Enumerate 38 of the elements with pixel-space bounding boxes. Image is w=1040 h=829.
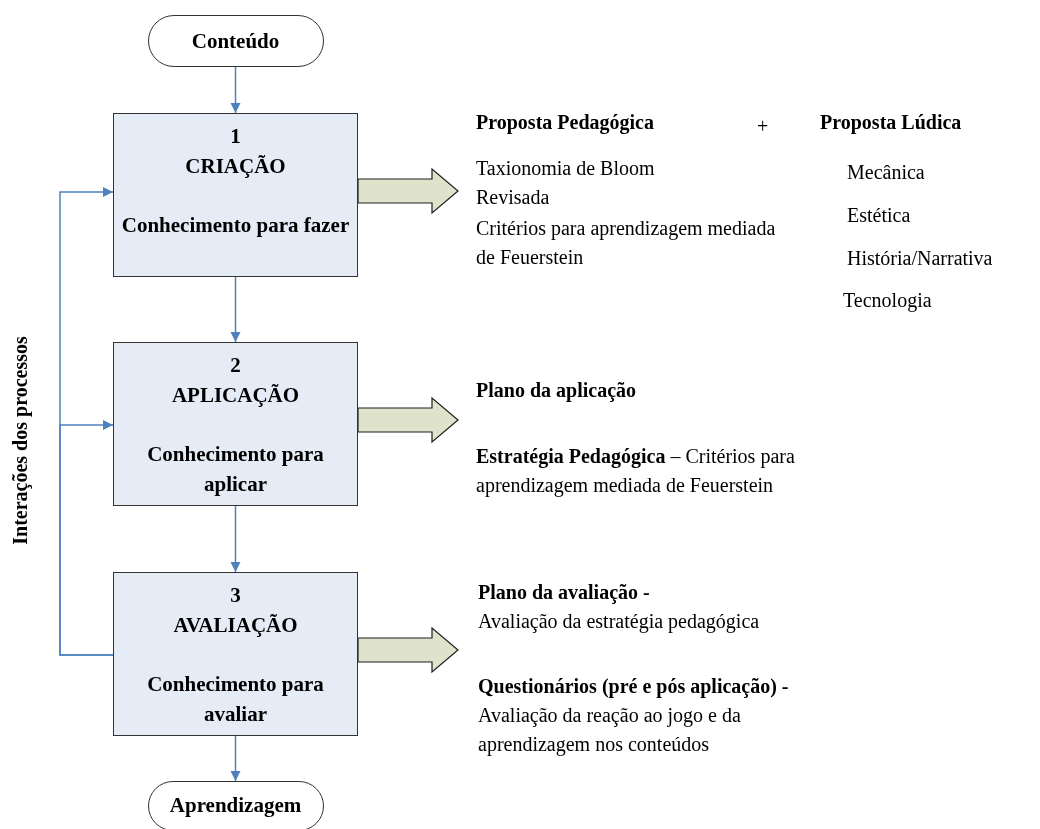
heading-text: Plano da aplicação [476,378,636,404]
arrow [230,66,241,114]
arrow [230,276,241,343]
body-text: Plano da avaliação - Avaliação da estratégia pedagógica [478,580,761,635]
body-text: Mecânica [847,160,925,185]
body-text: Taxionomia de Bloom Revisada [476,156,656,210]
end-terminal [147,781,324,829]
heading-text: Proposta Lúdica [820,110,962,136]
step-number: 1 [229,123,242,150]
step-description: Conhecimento para fazer [120,212,351,239]
arrow [230,735,241,782]
body-text: Estratégia Pedagógica – Critérios para aprendizagem mediada de Feuerstein [476,444,796,499]
side-label: Interações dos processos [8,335,32,545]
arrow [59,419,114,656]
step-description: Conhecimento para avaliar [146,671,325,728]
step-number: 3 [229,582,242,609]
heading-text: Proposta Pedagógica [476,110,654,136]
block-arrow [357,626,459,674]
body-text: História/Narrativa [847,246,993,271]
body-text: Estética [847,203,911,228]
body-text: Critérios para aprendizagem mediada de Feuerstein [476,216,777,270]
start-terminal [147,15,324,67]
step-title: APLICAÇÃO [170,382,301,409]
plus-sign: + [757,114,769,139]
process-box [113,572,358,736]
terminal-label: Aprendizagem [168,792,303,819]
block-arrow [357,396,459,444]
body-text: Questionários (pré e pós aplicação) - Avaliação da reação ao jogo e da aprendizagem nos conteúdos [478,674,790,758]
step-title: AVALIAÇÃO [172,612,299,639]
process-box [113,113,358,277]
step-title: CRIAÇÃO [184,153,287,180]
process-box [113,342,358,506]
body-text: Tecnologia [843,288,932,314]
terminal-label: Conteúdo [190,28,281,55]
block-arrow [357,167,459,215]
arrow [230,505,241,573]
step-description: Conhecimento para aplicar [146,441,325,498]
step-number: 2 [229,352,242,379]
